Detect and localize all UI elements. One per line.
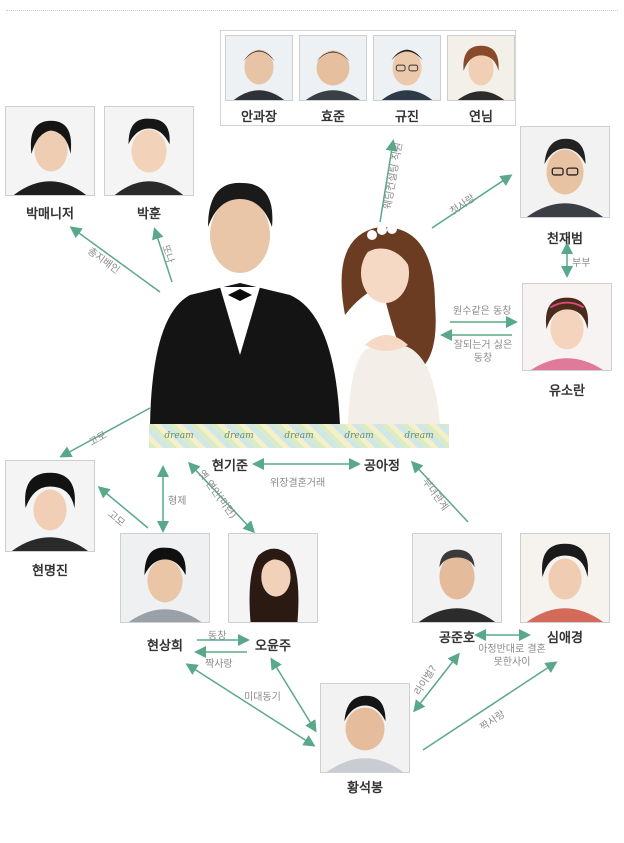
arrow-aunt: [59, 407, 151, 458]
arrow-first-love: [431, 174, 513, 229]
dream-banner: dream dream dream dream dream: [149, 424, 449, 448]
name-hyojun: 효준: [321, 110, 345, 125]
top-divider: [6, 10, 618, 11]
banner-word: dream: [404, 431, 434, 441]
name-sim-aegyeong: 심애경: [547, 631, 583, 646]
arrow-father-daughter: [410, 460, 469, 523]
photo-park-hoon: [104, 106, 194, 196]
photo-park-manager: [5, 106, 95, 196]
name-yeonnim: 연님: [469, 110, 493, 125]
label-jealous-classmate: 잘되는거 싫은 동창: [453, 340, 513, 364]
name-gong-ajeong: 공아정: [364, 459, 400, 474]
photo-gyujin: [373, 35, 441, 101]
label-rival-classmate: 원수같은 동창: [453, 306, 512, 317]
name-park-hoon: 박훈: [137, 207, 161, 222]
label-couple: 부부: [572, 258, 591, 269]
label-fake-marriage: 위장결혼거래: [270, 478, 326, 489]
banner-word: dream: [344, 431, 374, 441]
name-cheon-jaebeom: 천재범: [547, 232, 583, 247]
label-crush: 짝사랑: [205, 659, 233, 670]
arrow-bachelor-2: [270, 657, 317, 733]
name-park-manager: 박매니저: [26, 207, 74, 222]
wedding-staff-group: [220, 30, 516, 126]
name-hwang-seokbong: 황석봉: [347, 781, 383, 796]
arrow-group: [379, 139, 398, 223]
label-classmate: 동창: [208, 631, 227, 642]
banner-word: dream: [224, 431, 254, 441]
arrow-aunt2: [97, 486, 149, 529]
photo-yeonnim: [447, 35, 515, 101]
label-brother: 형제: [168, 496, 187, 507]
name-gong-junho: 공준호: [439, 631, 475, 646]
name-hyeon-gijun: 현기준: [212, 459, 248, 474]
photo-an-gwajang: [225, 35, 293, 101]
name-hyeon-myeongjin: 현명진: [32, 564, 68, 579]
banner-word: dream: [284, 431, 314, 441]
arrow-rival: [413, 652, 460, 713]
photo-hyeon-myeongjin: [5, 460, 95, 552]
photo-gong-junho: [412, 533, 502, 623]
name-o-yunju: 오윤주: [255, 639, 291, 654]
photo-hyojun: [299, 35, 367, 101]
banner-word: dream: [164, 431, 194, 441]
main-couple-illustration: [150, 175, 450, 425]
name-gyujin: 규진: [395, 110, 419, 125]
photo-yu-soran: [522, 283, 612, 371]
name-an-gwajang: 안과장: [241, 110, 277, 125]
photo-hwang-seokbong: [320, 683, 410, 773]
photo-hyeon-sanghui: [120, 533, 210, 623]
arrow-ex-lover: [187, 461, 256, 534]
label-spouse-match: 아정반대로 결혼못한사이: [478, 644, 546, 668]
photo-cheon-jaebeom: [520, 126, 610, 218]
name-hyeon-sanghui: 현상희: [147, 639, 183, 654]
arrow-crush2: [422, 661, 558, 751]
arrow-bachelor-1: [185, 663, 316, 747]
label-bachelor: 미대동기: [244, 692, 281, 703]
arrow-manager: [152, 227, 173, 283]
photo-sim-aegyeong: [520, 533, 610, 623]
photo-o-yunju: [228, 533, 318, 623]
name-yu-soran: 유소란: [549, 384, 585, 399]
arrow-hire: [69, 226, 161, 293]
